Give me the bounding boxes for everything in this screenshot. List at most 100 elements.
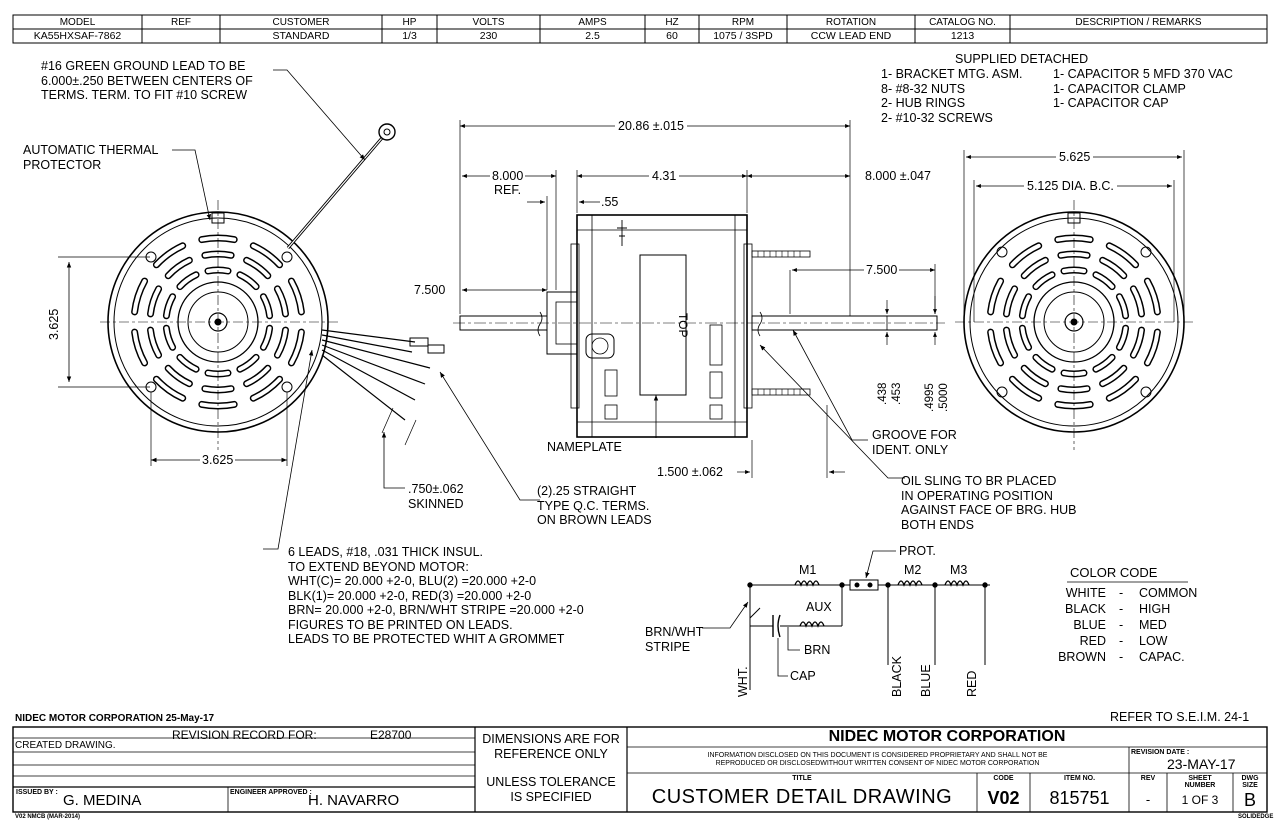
supplied-detached-title: SUPPLIED DETACHED [955,52,1089,66]
grille-slot [1117,294,1128,318]
sheet-value: 1 OF 3 [1181,793,1219,807]
note-line: .750±.062 [408,482,464,496]
note-line: IN OPERATING POSITION [901,488,1053,503]
created-drawing-entry: CREATED DRAWING. [15,740,116,751]
grille-slot [289,330,304,365]
wiring-red-label: RED [965,670,979,697]
tolerance-note: UNLESS TOLERANCE IS SPECIFIED [475,775,627,805]
note-line: INFORMATION DISCLOSED ON THIS DOCUMENT I… [707,752,1048,759]
grille-slot [164,326,175,350]
note-line: BOTH ENDS [901,517,974,532]
code-label: CODE [993,775,1014,782]
dim-shaft-dia-1: .4995 [924,383,936,412]
grille-slot [1004,286,1017,316]
grille-slot [1100,258,1126,278]
qc-terms-note: (2).25 STRAIGHT TYPE Q.C. TERMS. ON BROW… [537,484,652,528]
header-label-model: MODEL [59,17,96,28]
grille-slot [261,326,272,350]
grille-slot [1004,328,1017,358]
note-line: 1- CAPACITOR CLAMP [1053,81,1186,96]
issued-by-label: ISSUED BY : [16,789,58,796]
note-line: 1- CAPACITOR 5 MFD 370 VAC [1053,67,1233,81]
dim-offset: .55 [601,195,619,209]
color-code-title: COLOR CODE [1070,565,1158,580]
dim-shaft-left: 7.500 [414,283,446,297]
grille-slot [289,279,304,314]
grille-slot [237,272,259,289]
sheet-label: SHEET NUMBER [1167,775,1233,789]
company-name: NIDEC MOTOR CORPORATION [828,728,1066,745]
grille-slot [1033,272,1055,289]
grille-slot [1093,355,1115,372]
grille-slot [275,286,288,316]
wiring-brn-wht-label: BRN/WHT STRIPE [645,625,703,654]
top-mark: TOP [676,313,690,338]
grille-slot [244,366,270,386]
skinned-note: .750±.062 SKINNED [408,482,464,511]
note-line: WHT(C)= 20.000 +2-0, BLU(2) =20.000 +2-0 [288,574,537,588]
color-code-dash: - [1119,650,1124,664]
grille-slot [1131,328,1144,358]
grille-slot [148,286,161,316]
grille-slot [988,279,1003,314]
color-code-color: BLUE [1073,618,1106,632]
note-line: TERMS. TERM. TO FIT #10 SCREW [41,88,248,102]
note-line: 8- #8-32 NUTS [881,81,966,96]
dwg-size-label: DWG SIZE [1233,775,1267,789]
grille-slot [1022,366,1048,386]
header-value-customer: STANDARD [272,31,330,42]
note-line: SHEET [1188,775,1212,782]
note-line: FIGURES TO BE PRINTED ON LEADS. [288,617,513,632]
revision-date-label: REVISION DATE : [1131,749,1190,756]
header-value-hz: 60 [666,31,678,42]
engineer-label: ENGINEER APPROVED : [230,789,312,796]
note-line: DIMENSIONS ARE FOR [482,732,620,746]
note-line: 1- CAPACITOR CAP [1053,96,1169,110]
note-line: BLK(1)= 20.000 +2-0, RED(3) =20.000 +2-0 [288,588,532,603]
rev-label: REV [1140,775,1156,782]
grille-slot [1100,366,1126,386]
grille-slot [132,330,147,365]
note-line: 1- BRACKET MTG. ASM. [881,67,1023,81]
note-line: SIZE [1242,782,1258,789]
dimensions-note: DIMENSIONS ARE FOR REFERENCE ONLY [475,732,627,762]
header-value-catalog: 1213 [950,31,975,42]
grille-slot [1033,355,1055,372]
grille-slot [202,386,234,392]
revision-date: 23-MAY-17 [1167,756,1236,772]
item-label: ITEM NO. [1063,775,1096,782]
note-line: UNLESS TOLERANCE [486,775,616,789]
header-label-rpm: RPM [731,17,755,28]
note-line: #16 GREEN GROUND LEAD TO BE [41,59,246,73]
grille-slot [251,243,282,267]
wiring-brn-label: BRN [804,643,831,657]
color-code-color: BLACK [1065,602,1106,616]
revision-record-label: REVISION RECORD FOR: [172,728,317,742]
dim-ref-word: REF. [494,183,522,197]
dim-hub-length: 1.500 ±.062 [657,465,723,479]
grille-slot [177,355,199,372]
color-code-color: WHITE [1065,586,1106,600]
header-label-hz: HZ [665,17,679,28]
wiring-prot-label: PROT. [899,544,936,558]
grille-slot [1107,243,1138,267]
code-value: V02 [987,788,1020,808]
dim-body-length: 4.31 [649,170,680,183]
grille-slot [275,328,288,358]
note-line: TO EXTEND BEYOND MOTOR: [288,559,469,574]
grille-slot [177,272,199,289]
grille-slot [1093,272,1115,289]
grille-slot [1020,294,1031,318]
grille-slot [1022,258,1048,278]
color-code-color: RED [1079,634,1106,648]
note-line: AUTOMATIC THERMAL [23,143,159,157]
color-code-dash: - [1119,618,1124,632]
header-value-amps: 2.5 [585,31,600,42]
ground-lead-note: #16 GREEN GROUND LEAD TO BE 6.000±.250 B… [41,59,253,103]
header-value-rotation: CCW LEAD END [810,31,892,42]
corp-date-line: NIDEC MOTOR CORPORATION 25-May-17 [15,713,215,724]
grille-slot [1010,377,1041,401]
header-label-hp: HP [402,17,417,28]
color-code-meaning: HIGH [1139,602,1171,616]
color-code-meaning: COMMON [1139,586,1198,600]
